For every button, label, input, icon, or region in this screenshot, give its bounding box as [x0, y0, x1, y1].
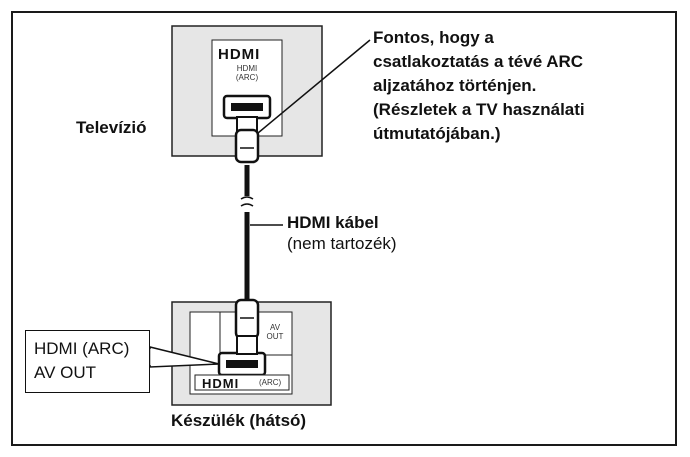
note-line: aljzatához történjen.: [373, 76, 537, 95]
note-leader-line: [257, 39, 371, 134]
device-cable-plug: [234, 298, 260, 355]
port-callout-box: HDMI (ARC) AV OUT: [25, 330, 150, 393]
device-label: Készülék (hátsó): [171, 411, 307, 430]
note-line: (Részletek a TV használati: [373, 100, 585, 119]
tv-port-label-line2: (ARC): [235, 73, 259, 82]
device-logo-strip: [194, 374, 290, 391]
device-hdmi-port: [217, 351, 267, 377]
device-arc-label: (ARC): [259, 378, 282, 387]
tv-hdmi-port: [222, 94, 272, 120]
note-line: csatlakoztatás a tévé ARC: [373, 52, 584, 71]
tv-port-label-line1: HDMI: [236, 64, 258, 73]
callout-line2: AV OUT: [34, 363, 97, 382]
tv-port-label: HDMI (ARC): [222, 64, 272, 82]
tv-cable-plug: [234, 116, 260, 164]
arc-connection-note: Fontos, hogy a csatlakoztatás a tévé ARC…: [373, 26, 585, 146]
cable-title: HDMI kábel: [287, 213, 379, 232]
note-line: Fontos, hogy a: [373, 28, 494, 47]
callout-line1: HDMI (ARC): [34, 339, 130, 358]
device-hdmi-logo: HDMI: [202, 376, 240, 391]
device-av-out-line2: OUT: [266, 332, 284, 341]
cable-subtitle: (nem tartozék): [287, 234, 397, 253]
device-av-out-label: AV OUT: [258, 323, 292, 341]
tv-hdmi-logo: HDMI: [218, 46, 261, 63]
hdmi-cable: [240, 165, 254, 300]
note-line: útmutatójában.): [373, 124, 501, 143]
device-av-out-line1: AV: [269, 323, 281, 332]
tv-label: Televízió: [76, 118, 147, 137]
